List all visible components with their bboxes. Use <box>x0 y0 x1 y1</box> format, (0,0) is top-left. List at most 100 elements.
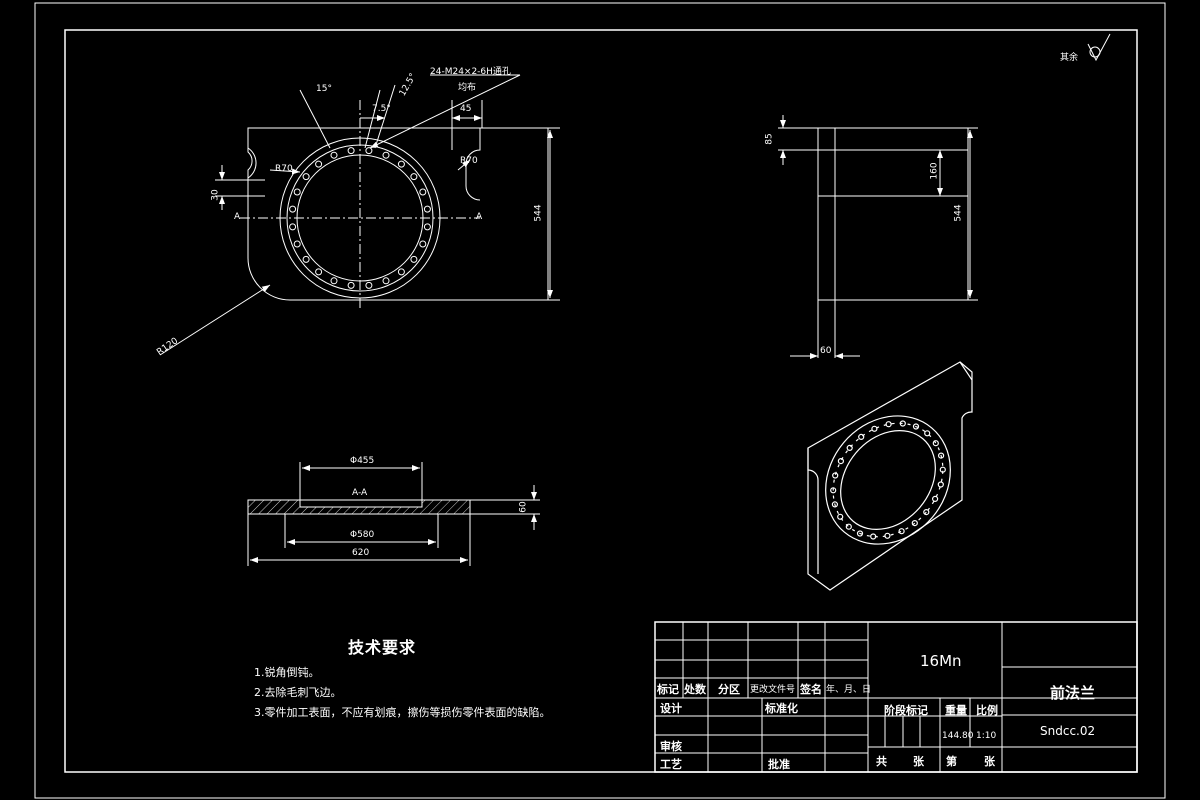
iso-bolt-hole <box>931 495 939 502</box>
tb-weight-label: 重量 <box>945 704 967 717</box>
tb-sheets: 张 <box>913 755 924 768</box>
bolt-hole <box>365 147 373 155</box>
dim-544-side-label: 544 <box>953 204 964 222</box>
bolt-hole <box>419 188 427 196</box>
iso-bolt-hole <box>885 421 892 428</box>
tb-process: 工艺 <box>660 758 682 771</box>
outer-border <box>34 2 1166 799</box>
iso-bolt-hole <box>911 519 918 527</box>
tb-standardize: 标准化 <box>765 702 798 715</box>
tb-sheet-no: 第 <box>946 755 957 768</box>
iso-bolt-hole <box>899 420 906 427</box>
dim-30-label: 30 <box>210 189 221 201</box>
iso-bolt-hole <box>870 533 877 540</box>
dim-45-label: 45 <box>460 104 472 114</box>
tb-scale-value: 1:10 <box>976 731 997 741</box>
dim-r70-left-label: R70 <box>275 164 293 174</box>
hole-callout: 24-M24×2-6H通孔 <box>430 67 511 77</box>
iso-bolt-hole <box>831 501 839 508</box>
tb-header-zone: 分区 <box>718 683 740 696</box>
bolt-hole <box>293 188 301 196</box>
tb-header-change-doc: 更改文件号 <box>750 685 796 695</box>
bolt-hole <box>315 268 323 276</box>
iso-bolt-hole <box>832 472 839 479</box>
bolt-hole <box>419 240 427 248</box>
tb-review: 审核 <box>660 740 682 753</box>
dim-544-front-label: 544 <box>533 204 544 222</box>
bolt-hole <box>397 268 405 276</box>
section-a-left: A <box>234 212 241 222</box>
isometric-view <box>807 361 973 591</box>
bolt-hole <box>397 160 405 168</box>
dim-85-label: 85 <box>764 133 775 145</box>
tb-weight-value: 144.80 <box>942 731 974 741</box>
tb-header-count: 处数 <box>684 683 706 696</box>
bolt-hole <box>330 277 338 285</box>
iso-bolt-hole <box>871 425 878 432</box>
drawing-number: Sndcc.02 <box>1040 724 1096 738</box>
dim-60-section-label: 60 <box>518 501 529 513</box>
bolt-hole <box>365 281 373 289</box>
dim-d580-label: Φ580 <box>350 530 375 540</box>
bolt-hole <box>289 223 297 231</box>
bolt-hole <box>293 240 301 248</box>
hole-callout-sub: 均布 <box>458 83 477 93</box>
bolt-hole <box>423 223 431 231</box>
bolt-holes <box>289 147 431 289</box>
iso-bolt-hole <box>884 532 891 539</box>
part-name: 前法兰 <box>1050 684 1096 702</box>
iso-bolt-hole <box>923 508 930 516</box>
iso-bolt-hole <box>837 458 845 465</box>
iso-bolt-hole <box>937 481 944 488</box>
tb-total: 共 <box>876 755 887 768</box>
bolt-hole <box>347 147 355 155</box>
bolt-hole <box>289 205 297 213</box>
roughness-symbol <box>1087 33 1111 62</box>
title-block-grid <box>654 621 1138 773</box>
tb-approve: 批准 <box>768 758 790 771</box>
iso-bolt-hole <box>830 487 837 494</box>
bolt-hole <box>315 160 323 168</box>
dim-d455-label: Φ455 <box>350 456 375 466</box>
bolt-hole <box>302 173 310 181</box>
bolt-hole <box>302 255 310 263</box>
iso-bolt-hole <box>898 528 905 535</box>
dim-620-label: 620 <box>352 548 370 558</box>
bolt-hole <box>330 151 338 159</box>
iso-bolt-hole <box>858 433 865 440</box>
iso-bolt-hole <box>932 440 939 447</box>
iso-bolt-hole <box>846 444 853 451</box>
bolt-hole <box>382 277 390 285</box>
bolt-hole <box>410 255 418 263</box>
tech-requirement-1: 1.锐角倒钝。 <box>254 666 320 679</box>
tb-scale-label: 比例 <box>976 704 998 717</box>
iso-bolt-hole <box>856 530 864 537</box>
tb-header-date: 年、月、日 <box>826 685 872 695</box>
bolt-hole <box>347 281 355 289</box>
dim-r70-right-label: R70 <box>460 156 478 166</box>
tech-requirements-title: 技术要求 <box>348 638 417 657</box>
iso-bolt-hole <box>845 523 852 530</box>
angle-15-label: 15° <box>316 84 332 94</box>
iso-bolt-hole <box>924 430 931 437</box>
tb-sheet-unit: 张 <box>984 755 995 768</box>
iso-bolt-hole <box>837 513 844 520</box>
section-aa-label: A-A <box>352 488 368 498</box>
bolt-hole <box>382 151 390 159</box>
tb-stage-mark: 阶段标记 <box>884 704 928 717</box>
dim-160-label: 160 <box>929 162 940 180</box>
plate-outline <box>247 127 549 301</box>
roughness-label: 其余 <box>1060 53 1079 63</box>
section-a-right: A <box>476 212 483 222</box>
iso-bolt-hole <box>937 452 945 459</box>
tb-header-mark: 标记 <box>657 683 679 696</box>
angle-7-5-label: 7.5° <box>372 104 391 114</box>
section-view <box>247 462 540 566</box>
dim-60-side-label: 60 <box>820 346 832 356</box>
tb-header-signature: 签名 <box>800 683 822 696</box>
iso-bolt-hole <box>912 423 920 430</box>
material-label: 16Mn <box>920 652 962 670</box>
iso-bolt-hole <box>939 466 946 473</box>
front-view <box>159 74 560 356</box>
